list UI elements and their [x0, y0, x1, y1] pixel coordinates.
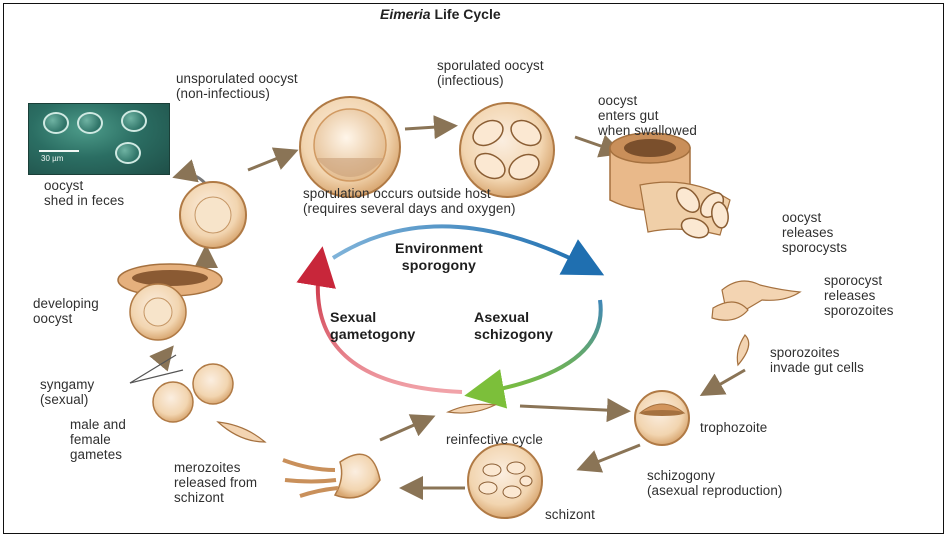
label-reinfective-cycle: reinfective cycle — [446, 432, 543, 447]
sporozoite — [737, 335, 748, 365]
label-trophozoite: trophozoite — [700, 420, 767, 435]
arrow-merozoites-to-reinfective — [380, 418, 430, 440]
merozoites-release — [283, 454, 380, 498]
arrow-to-unsporulated — [248, 152, 293, 170]
label-schizogony: schizogony (asexual reproduction) — [647, 468, 782, 498]
label-sporozoites-invade: sporozoites invade gut cells — [770, 345, 864, 375]
reinfective-merozoite — [448, 404, 495, 413]
label-unsporulated-oocyst: unsporulated oocyst (non-infectious) — [176, 71, 298, 101]
trophozoite — [635, 391, 689, 445]
unsporulated-oocyst — [300, 97, 400, 197]
sporulated-oocyst — [460, 103, 554, 197]
syngamy-pointers — [130, 355, 183, 383]
label-oocyst-enters-gut: oocyst enters gut when swallowed — [598, 93, 697, 138]
label-syngamy: syngamy (sexual) — [40, 377, 94, 407]
label-sporulated-oocyst: sporulated oocyst (infectious) — [437, 58, 544, 88]
label-schizont: schizont — [545, 507, 595, 522]
schizont — [468, 444, 542, 518]
label-merozoites-released: merozoites released from schizont — [174, 460, 257, 505]
oocyst-entering-gut — [610, 133, 730, 235]
arrow-to-sporulated — [405, 126, 452, 129]
gametes — [153, 364, 265, 442]
label-sporulation: sporulation occurs outside host (require… — [303, 186, 516, 216]
arrow-to-trophozoite — [705, 370, 745, 393]
cycle-label-asexual: Asexual schizogony — [474, 310, 553, 344]
sporocyst-releasing-sporozoites — [712, 281, 800, 320]
arrow-to-schizont — [582, 445, 640, 468]
label-releases-sporocysts: oocyst releases sporocysts — [782, 210, 847, 255]
developing-oocyst — [118, 264, 222, 340]
cycle-label-sexual: Sexual gametogony — [330, 310, 415, 344]
arrow-reinfective-to-trophozoite — [520, 406, 625, 411]
label-developing-oocyst: developing oocyst — [33, 296, 99, 326]
label-oocyst-shed: oocyst shed in feces — [44, 178, 124, 208]
cycle-label-environment: Environment sporogony — [395, 241, 483, 275]
label-gametes: male and female gametes — [70, 417, 126, 462]
label-sporocyst-releases: sporocyst releases sporozoites — [824, 273, 894, 318]
shed-oocyst — [180, 182, 246, 248]
